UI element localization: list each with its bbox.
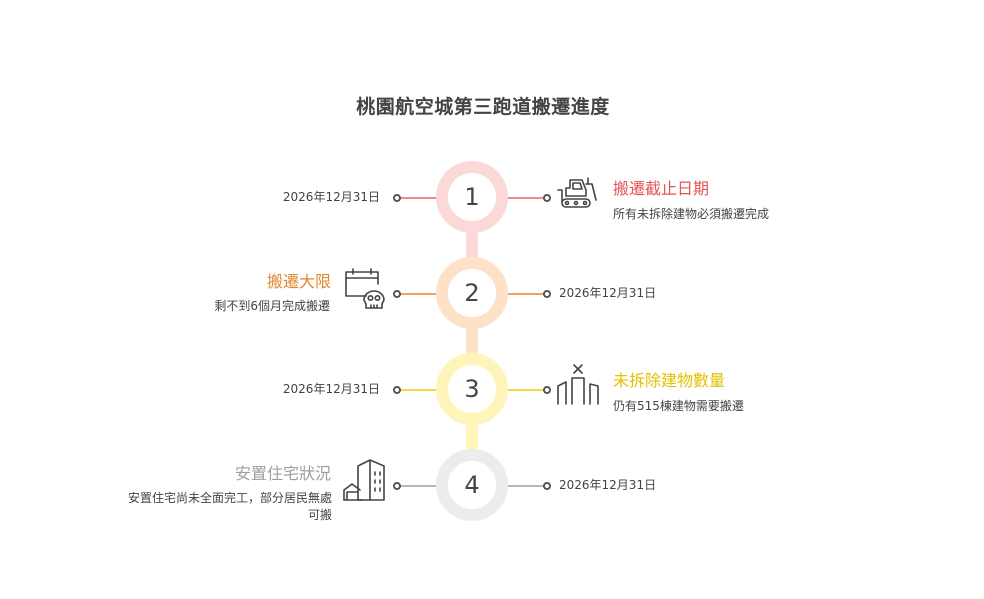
step-heading: 安置住宅狀況 [234,464,331,483]
spine-segment-3-4 [466,425,478,449]
step-heading: 未拆除建物數量 [613,371,726,390]
connector-dot [543,290,551,298]
step-description: 安置住宅尚未全面完工，部分居民無處可搬 [127,491,332,522]
houses-icon [343,459,385,501]
connector-right [507,389,545,391]
connector-left [399,485,437,487]
spine-segment-1-2 [466,233,478,257]
connector-left [399,197,437,199]
step-number-circle: 4 [436,449,508,521]
step-number-circle: 2 [436,257,508,329]
connector-dot [393,386,401,394]
spine-segment-2-3 [466,329,478,353]
connector-dot [393,194,401,202]
step-description: 所有未拆除建物必須搬遷完成 [613,207,770,221]
connector-right [507,197,545,199]
step-date: 2026年12月31日 [282,382,380,396]
connector-dot [543,482,551,490]
step-description: 仍有515棟建物需要搬遷 [613,399,744,413]
bulldozer-icon [557,177,597,208]
step-date: 2026年12月31日 [559,478,657,492]
connector-left [399,389,437,391]
step-date: 2026年12月31日 [559,286,657,300]
connector-dot [393,290,401,298]
connector-left [399,293,437,295]
step-number-circle: 1 [436,161,508,233]
calendar-skull-icon [345,268,385,309]
step-heading: 搬遷大限 [266,272,331,291]
connector-right [507,293,545,295]
buildings-icon [557,364,599,405]
step-description: 剩不到6個月完成搬遷 [214,299,330,313]
connector-dot [543,194,551,202]
step-date: 2026年12月31日 [282,190,380,204]
step-number-circle: 3 [436,353,508,425]
connector-dot [543,386,551,394]
connector-right [507,485,545,487]
connector-dot [393,482,401,490]
diagram-title: 桃園航空城第三跑道搬遷進度 [356,96,610,118]
step-heading: 搬遷截止日期 [613,179,710,198]
